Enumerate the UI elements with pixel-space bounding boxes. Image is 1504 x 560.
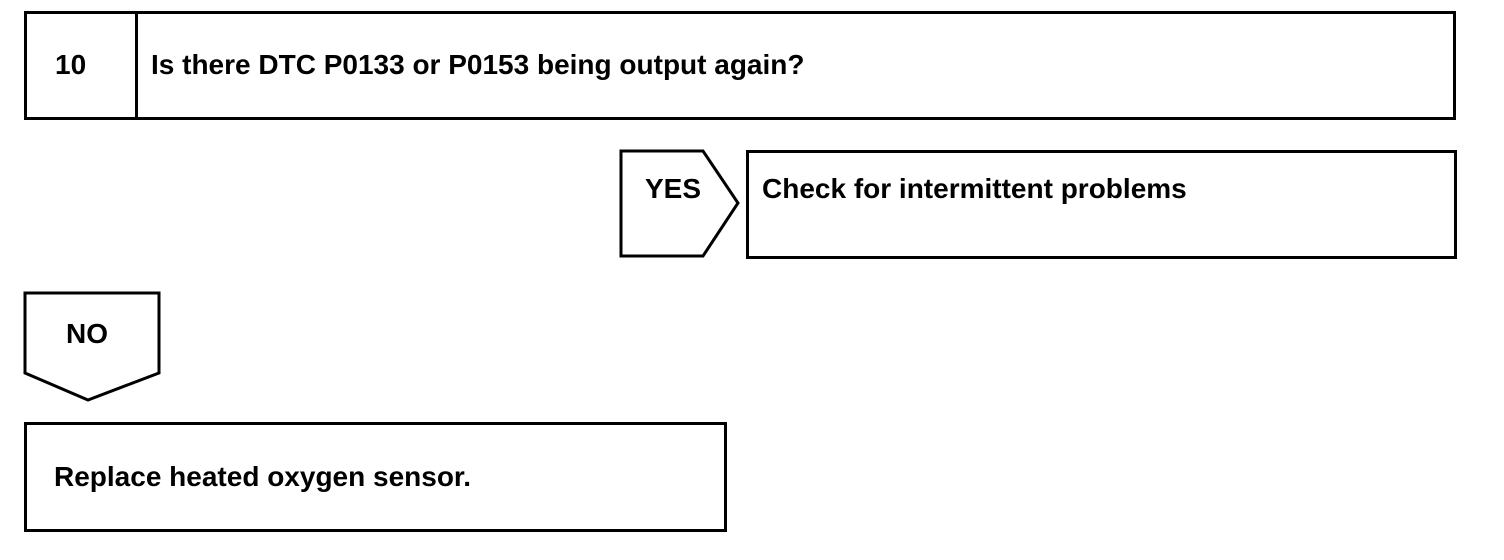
step-number-divider [135,11,138,120]
no-result-text: Replace heated oxygen sensor. [54,461,472,492]
no-label: NO [66,318,108,349]
no-arrow-tag [23,291,161,402]
step-question: Is there DTC P0133 or P0153 being output… [151,49,805,80]
yes-label: YES [645,173,702,204]
step-question-box [24,11,1456,120]
yes-arrow-tag [619,149,740,258]
no-result-box [24,422,727,532]
yes-result-box [746,150,1457,259]
step-number: 10 [55,49,87,80]
yes-result-text: Check for intermittent problems [762,173,1187,204]
